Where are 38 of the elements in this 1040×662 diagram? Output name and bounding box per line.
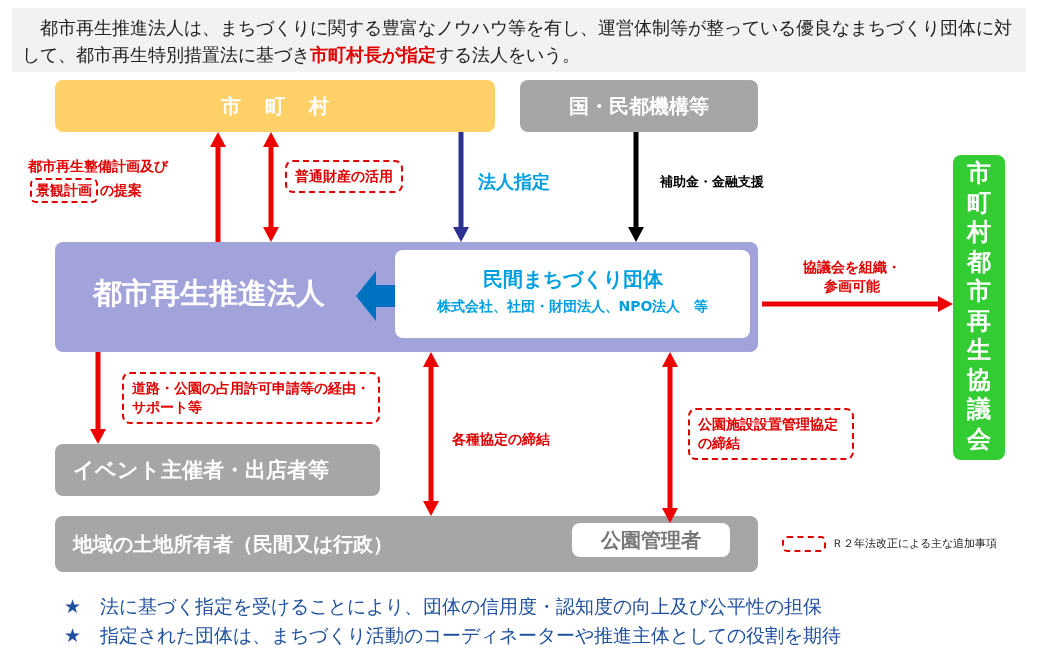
edge-label: 補助金・金融支援 <box>660 173 764 191</box>
edge-label: 普通財産の活用 <box>285 160 403 193</box>
edge-label: 公園施設設置管理協定の締結 <box>688 408 854 460</box>
box-subtitle: 株式会社、社団・財団法人、NPO法人 等 <box>435 298 710 316</box>
box-title: 市町村 <box>220 93 354 120</box>
arrow <box>762 296 953 312</box>
box-title: 国・民都機構等 <box>568 93 710 120</box>
legend-text: Ｒ２年法改正による主な追加事項 <box>832 536 997 552</box>
edge-label: 法人指定 <box>478 170 550 194</box>
council-box <box>953 155 1005 460</box>
group-box <box>395 250 750 338</box>
edge-label: 各種協定の締結 <box>452 430 550 449</box>
arrow <box>210 132 226 242</box>
edge-label: 道路・公園の占用許可申請等の経由・サポート等 <box>122 372 380 424</box>
municipality-box <box>55 80 495 132</box>
block-arrow <box>356 271 395 321</box>
box-title: 市町村都市再生協議会 <box>965 159 992 454</box>
box-title: 民間まちづくり団体 <box>481 266 664 293</box>
double-arrow <box>423 352 439 516</box>
box-title: イベント主催者・出店者等 <box>73 457 329 484</box>
double-arrow <box>662 352 678 523</box>
box-title: 都市再生推進法人 <box>93 275 325 312</box>
corporation-box <box>55 242 758 352</box>
park-manager-box <box>572 523 730 557</box>
arrow <box>90 352 106 444</box>
arrow <box>453 132 469 242</box>
note-text: ★ 法に基づく指定を受けることにより、団体の信用度・認知度の向上及び公平性の担保 <box>64 594 823 619</box>
landowner-box <box>55 516 758 572</box>
event-box <box>55 444 380 496</box>
edge-label: 都市再生整備計画及び景観計画の提案 <box>28 157 188 205</box>
organization-box <box>520 80 758 132</box>
edge-label: 協議会を組織・参画可能 <box>802 258 902 296</box>
description-text: 都市再生推進法人は、まちづくりに関する豊富なノウハウ等を有し、運営体制等が整っている優良なまちづくり団体に対して、都市再生特別措置法に基づき市町村長が指定する法人をいう。 <box>22 16 1013 67</box>
box-title: 地域の土地所有者（民間又は行政） <box>73 531 393 558</box>
note-text: ★ 指定された団体は、まちづくり活動のコーディネーターや推進主体としての役割を期待 <box>64 623 842 648</box>
arrow <box>628 132 644 242</box>
box-title: 公園管理者 <box>599 527 702 554</box>
double-arrow <box>263 132 279 242</box>
